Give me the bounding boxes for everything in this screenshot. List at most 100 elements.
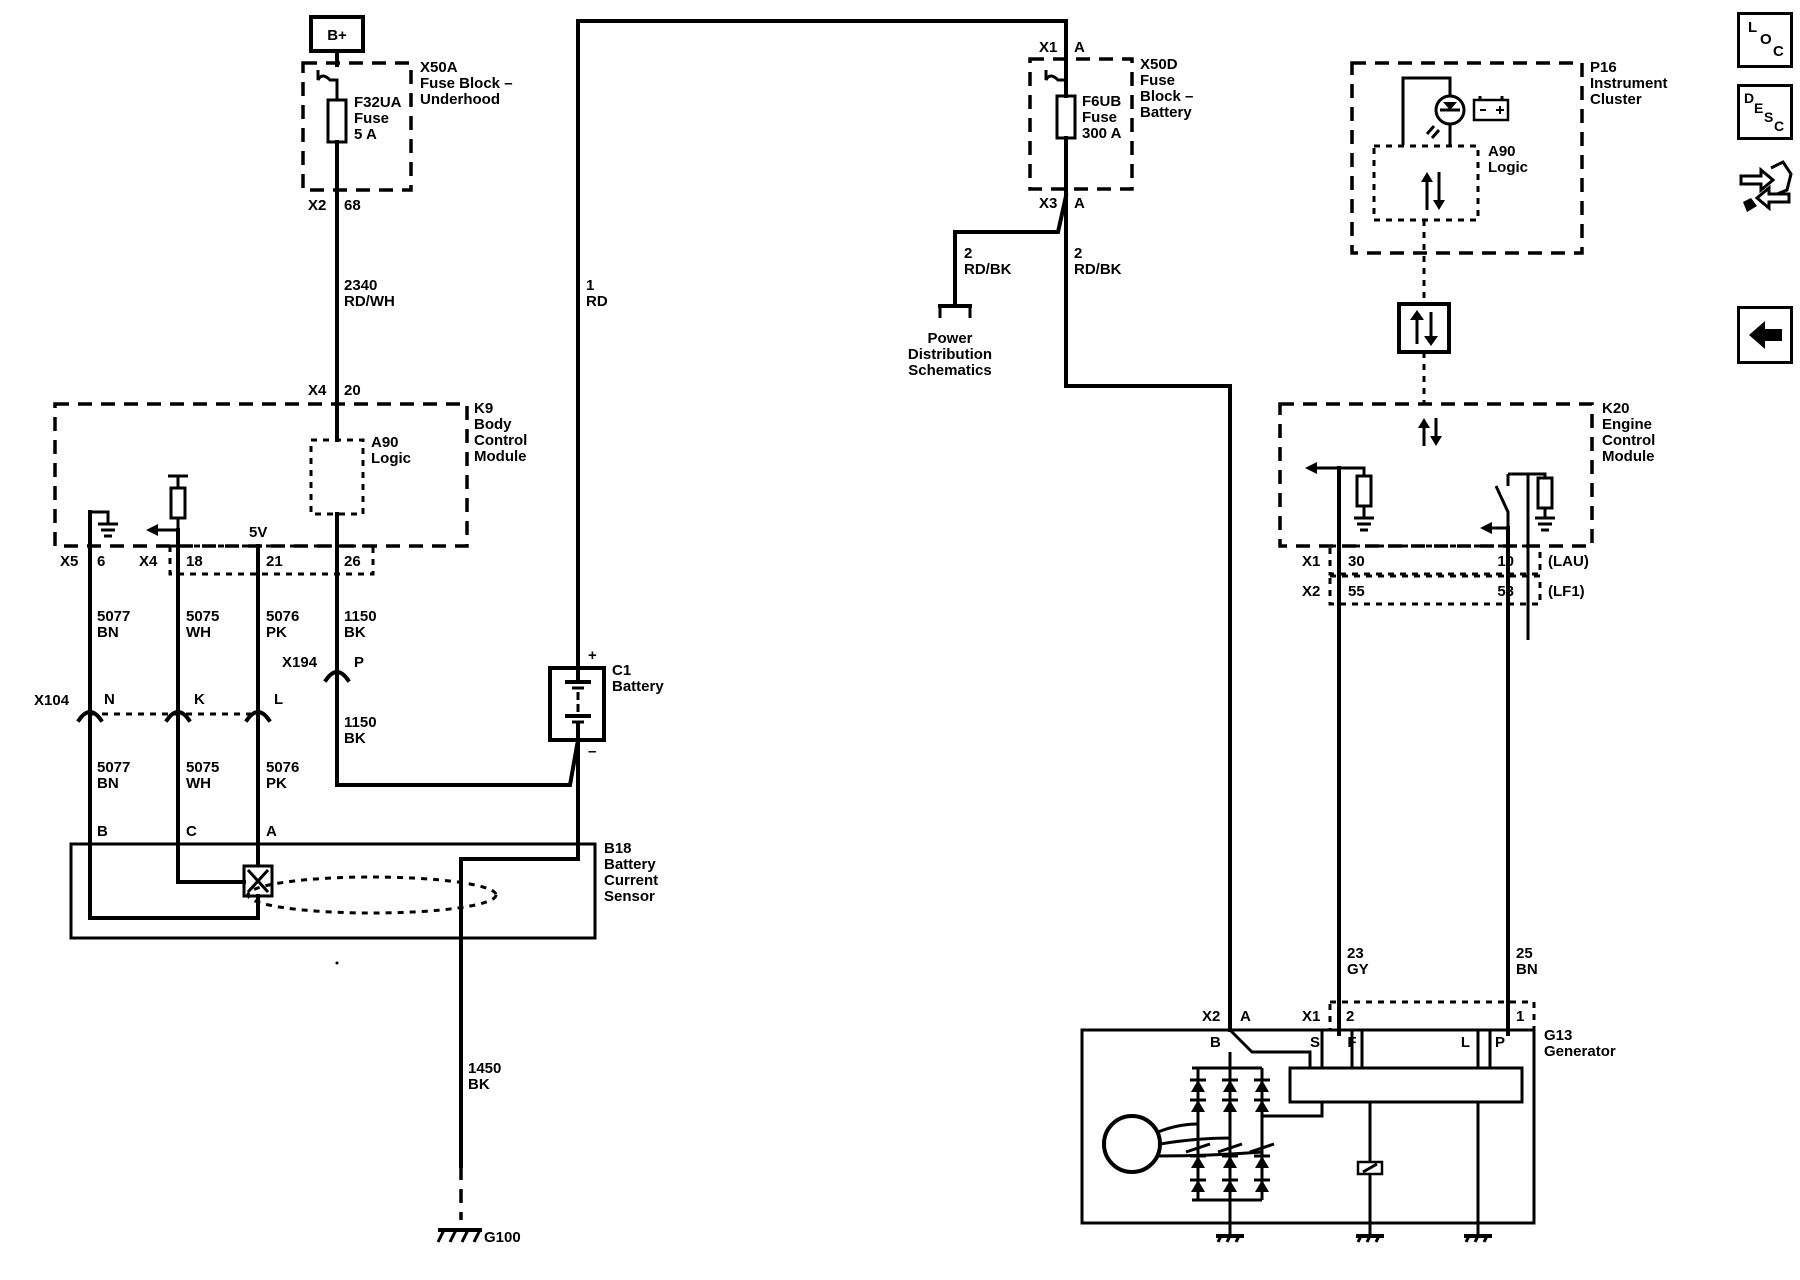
w1450-color: BK — [468, 1076, 490, 1093]
k20-p10: 10 — [1497, 553, 1514, 570]
k9-p18: 18 — [186, 553, 203, 570]
fuse-f32ua — [326, 98, 348, 144]
battery-warning-symbol — [1472, 98, 1510, 122]
x194-connector — [323, 670, 351, 683]
w1450-num: 1450 — [468, 1060, 501, 1077]
k9-in-conn: X4 — [308, 382, 327, 399]
b18-current-loop — [246, 875, 498, 915]
k20-lau: (LAU) — [1548, 553, 1589, 570]
g13-name: G13 — [1544, 1027, 1572, 1044]
k20-x2-connector — [1328, 574, 1542, 606]
w5077b-num: 5077 — [97, 759, 130, 776]
x50a-desc1: Fuse Block – — [420, 75, 513, 92]
w5076b-color: PK — [266, 775, 287, 792]
w2a-color: RD/BK — [964, 261, 1012, 278]
w2b-num: 2 — [1074, 245, 1082, 262]
k9-p26: 26 — [344, 553, 361, 570]
b18-pa: A — [266, 823, 277, 840]
f32ua-word: Fuse — [354, 110, 389, 127]
k20-c-x2: X2 — [1302, 583, 1320, 600]
k9-a90-logic — [309, 438, 365, 516]
w5075a-num: 5075 — [186, 608, 219, 625]
c1-desc: Battery — [612, 678, 664, 695]
stator-winding — [1102, 1114, 1162, 1174]
p16-logic-id: A90 — [1488, 143, 1516, 160]
g13-ts: S — [1310, 1034, 1320, 1051]
w5077b-color: BN — [97, 775, 119, 792]
x50d-block — [1028, 57, 1134, 191]
w2a-num: 2 — [964, 245, 972, 262]
w1150b-color: BK — [344, 730, 366, 747]
f32ua-rating: 5 A — [354, 126, 377, 143]
p16-logic: Logic — [1488, 159, 1528, 176]
c1-minus: – — [588, 743, 596, 760]
description-button[interactable]: D E S C — [1737, 84, 1793, 140]
k9-p6: 6 — [97, 553, 105, 570]
k20-p30: 30 — [1348, 553, 1365, 570]
x104-pl: L — [274, 691, 283, 708]
w5076a-color: PK — [266, 624, 287, 641]
x50d-in-pin: A — [1074, 39, 1085, 56]
connector-hand-icon — [1739, 160, 1793, 212]
p16-cluster — [1350, 61, 1584, 255]
w1150b-num: 1150 — [344, 714, 377, 731]
k9-module — [53, 402, 469, 548]
x50d-desc2: Block – — [1140, 88, 1193, 105]
p16-line1: Instrument — [1590, 75, 1668, 92]
x50a-block — [301, 61, 413, 192]
b18-pc: C — [186, 823, 197, 840]
w1150a-color: BK — [344, 624, 366, 641]
x50a-desc2: Underhood — [420, 91, 500, 108]
g13-c-x2: X2 — [1202, 1008, 1220, 1025]
fuse-f6ub — [1055, 94, 1077, 140]
k20-ecm — [1278, 402, 1594, 548]
x50a-pin: 68 — [344, 197, 361, 214]
back-button[interactable] — [1737, 306, 1793, 364]
x50a-name: X50A — [420, 59, 458, 76]
g13-desc: Generator — [1544, 1043, 1616, 1060]
x50a-conn: X2 — [308, 197, 326, 214]
bplus-label: B+ — [327, 27, 347, 44]
x50d-desc1: Fuse — [1140, 72, 1175, 89]
k20-lf1: (LF1) — [1548, 583, 1585, 600]
w5077a-num: 5077 — [97, 608, 130, 625]
g13-tp: P — [1495, 1034, 1505, 1051]
connector-view-button[interactable] — [1737, 158, 1793, 218]
wire-1450 — [459, 738, 580, 1168]
g13-tl: L — [1461, 1034, 1470, 1051]
w25-color: BN — [1516, 961, 1538, 978]
k9-x4-connector — [168, 544, 375, 576]
pds-line1: Power — [927, 330, 972, 347]
k20-line2: Control — [1602, 432, 1655, 449]
x194-name: X194 — [282, 654, 318, 671]
x194-pin: P — [354, 654, 364, 671]
b18-line3: Sensor — [604, 888, 655, 905]
b18-line1: Battery — [604, 856, 656, 873]
g13-pa: A — [1240, 1008, 1251, 1025]
location-button[interactable]: L O C — [1737, 12, 1793, 68]
k9-line1: Body — [474, 416, 512, 433]
w5076a-num: 5076 — [266, 608, 299, 625]
desc-e: E — [1754, 100, 1764, 116]
w2340-num: 2340 — [344, 277, 377, 294]
w5075b-color: WH — [186, 775, 211, 792]
k9-logic: Logic — [371, 450, 411, 467]
k20-name: K20 — [1602, 400, 1630, 417]
x50d-desc3: Battery — [1140, 104, 1192, 121]
g13-x1-connector — [1328, 1000, 1536, 1032]
loc-l: L — [1748, 19, 1758, 36]
p16-name: P16 — [1590, 59, 1617, 76]
k9-in-pin: 20 — [344, 382, 361, 399]
b18-line2: Current — [604, 872, 658, 889]
k9-c-x5: X5 — [60, 553, 78, 570]
w1150a-num: 1150 — [344, 608, 377, 625]
loc-o: O — [1760, 31, 1772, 48]
w25-num: 25 — [1516, 945, 1533, 962]
f6ub-word: Fuse — [1082, 109, 1117, 126]
w5075a-color: WH — [186, 624, 211, 641]
k9-logic-id: A90 — [371, 434, 399, 451]
x50d-out-conn: X3 — [1039, 195, 1057, 212]
x50d-in-conn: X1 — [1039, 39, 1057, 56]
w5076b-num: 5076 — [266, 759, 299, 776]
